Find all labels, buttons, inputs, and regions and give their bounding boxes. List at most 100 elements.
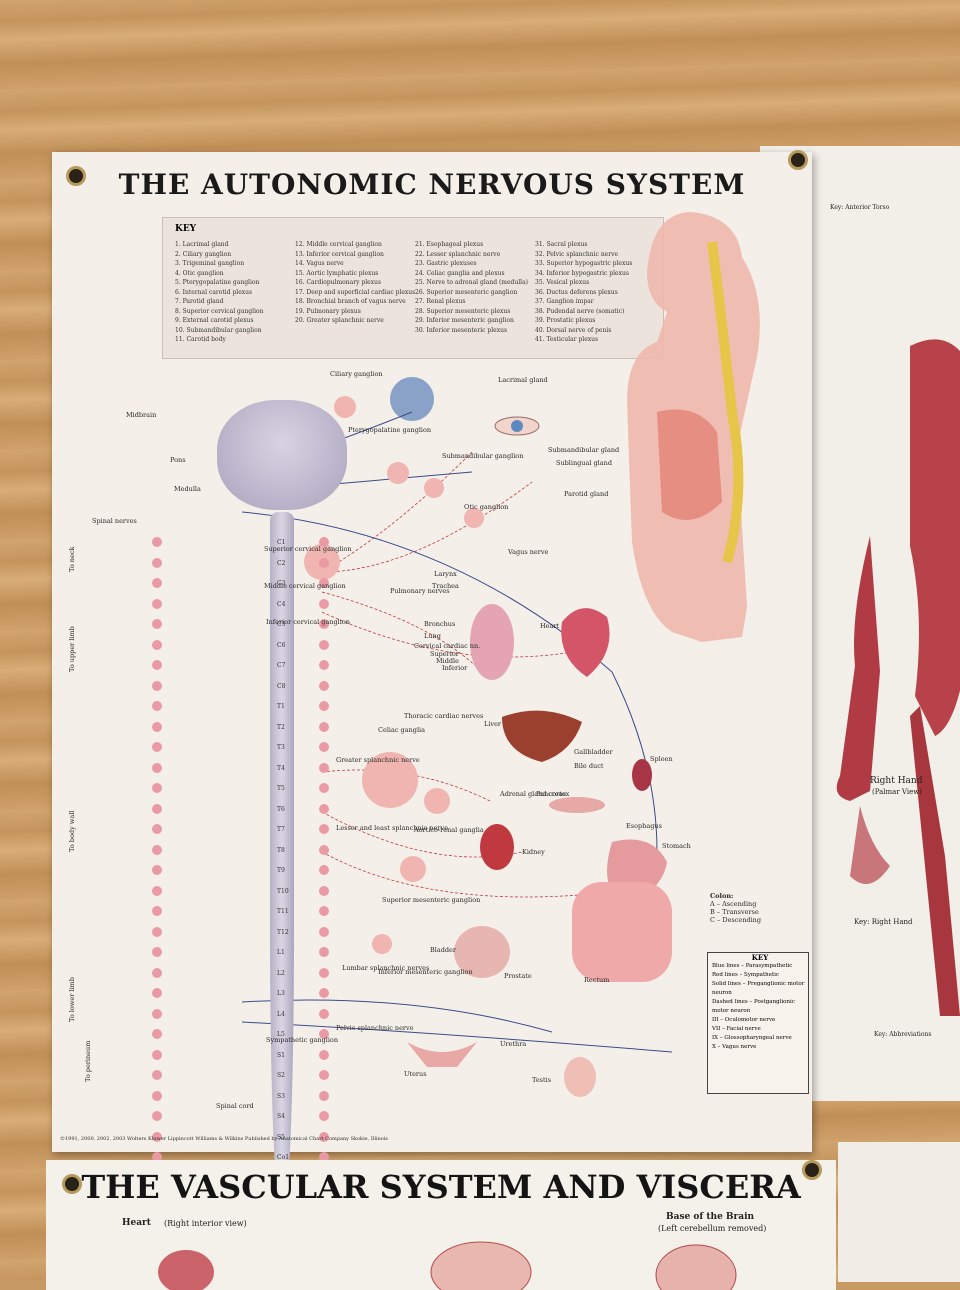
segment-label: L2 (277, 970, 285, 977)
label-pelvic-splanchnic: Pelvic splanchnic nerve (336, 1024, 414, 1032)
chain-ganglion-dot (319, 947, 329, 957)
chain-ganglion-dot (319, 681, 329, 691)
chain-ganglion-dot (319, 783, 329, 793)
label-cervical-cardiac: Cervical cardiac nn. (414, 642, 480, 650)
label-bile-duct: Bile duct (574, 762, 603, 770)
label-midbrain: Midbrain (126, 411, 156, 419)
segment-label: T3 (277, 744, 285, 751)
label-liver: Liver (484, 720, 501, 728)
aortico-renal-ganglion (424, 788, 450, 814)
label-esophagus: Esophagus (626, 822, 662, 830)
spinal-nerve-dot (152, 1029, 162, 1039)
spinal-nerve-dot (152, 886, 162, 896)
chain-ganglion-dot (319, 886, 329, 896)
spinal-nerve-dot (152, 742, 162, 752)
label-testis: Testis (532, 1076, 551, 1084)
chain-ganglion-dot (319, 968, 329, 978)
spleen-icon (632, 759, 652, 791)
legend-title: KEY (708, 953, 808, 962)
label-parotid: Parotid gland (564, 490, 608, 498)
segment-label: T12 (277, 929, 289, 936)
legend-item: Solid lines – Preganglionic motor neuron (708, 980, 808, 998)
vascular-illustration (46, 1160, 836, 1290)
spinal-nerve-dot (152, 906, 162, 916)
label-otic: Otic ganglion (464, 503, 508, 511)
segment-label: T8 (277, 847, 285, 854)
label-lacrimal: Lacrimal gland (498, 376, 548, 384)
spinal-nerve-dot (152, 558, 162, 568)
segment-label: T6 (277, 806, 285, 813)
label-stomach: Stomach (662, 842, 691, 850)
segment-label: L1 (277, 949, 285, 956)
segment-label: C6 (277, 642, 285, 649)
label-medulla: Medulla (174, 485, 201, 493)
kidney-icon (480, 824, 514, 870)
copyright-footer: ©1991, 2000, 2002, 2003 Wolters Kluwer L… (60, 1136, 388, 1142)
label-urethra: Urethra (500, 1040, 526, 1048)
segment-label: S3 (277, 1093, 285, 1100)
label-greater-splanchnic: Greater splanchnic nerve (336, 756, 420, 764)
chain-ganglion-dot (319, 1050, 329, 1060)
spinal-nerve-dot (152, 927, 162, 937)
spinal-nerve-dot (152, 763, 162, 773)
spinal-nerve-dot (152, 537, 162, 547)
vascular-poster: THE VASCULAR SYSTEM AND VISCERA Heart (R… (46, 1160, 836, 1290)
label-bronchus: Bronchus (424, 620, 455, 628)
segment-label: C2 (277, 560, 285, 567)
spinal-nerve-dot (152, 865, 162, 875)
label-to-upper-limb: To upper limb (68, 626, 76, 672)
eyeball-icon (390, 377, 434, 421)
palmar-label: (Palmar View) (872, 788, 922, 796)
label-inferior: Inferior (442, 664, 467, 672)
spinal-nerve-dot (152, 722, 162, 732)
colon-key: Colon: A – Ascending B – Transverse C – … (710, 892, 761, 924)
abbrev-label: Key: Abbreviations (874, 1031, 931, 1038)
submandibular-ganglion (424, 478, 444, 498)
inferior-mesenteric-ganglion (372, 934, 392, 954)
segment-label: T1 (277, 703, 285, 710)
spinal-nerve-dot (152, 1050, 162, 1060)
pancreas-icon (549, 797, 605, 813)
label-spinal-cord: Spinal cord (216, 1102, 254, 1110)
spinal-nerve-dot (152, 947, 162, 957)
label-spinal-nerves: Spinal nerves (92, 517, 137, 525)
spinal-nerve-dot (152, 660, 162, 670)
segment-label: S4 (277, 1113, 285, 1120)
legend-item: VII – Facial nerve (708, 1025, 808, 1034)
label-sublingual: Sublingual gland (556, 459, 612, 467)
spinal-nerve-dot (152, 845, 162, 855)
chain-ganglion-dot (319, 558, 329, 568)
chain-ganglion-dot (319, 722, 329, 732)
spinal-nerve-dot (152, 968, 162, 978)
chain-ganglion-dot (319, 906, 329, 916)
label-submandibular-gland: Submandibular gland (548, 446, 619, 454)
spinal-nerve-dot (152, 701, 162, 711)
spinal-nerve-dot (152, 681, 162, 691)
label-celiac: Celiac ganglia (378, 726, 425, 734)
legend-box: KEY Blue lines – Parasympathetic Red lin… (707, 952, 809, 1094)
ciliary-ganglion (334, 396, 356, 418)
chain-ganglion-dot (319, 927, 329, 937)
spinal-nerve-dot (152, 804, 162, 814)
label-to-neck: To neck (68, 547, 76, 572)
spinal-nerve-dot (152, 988, 162, 998)
segment-label: L3 (277, 990, 285, 997)
spinal-nerve-dot (152, 1111, 162, 1121)
chain-ganglion-dot (319, 1111, 329, 1121)
side-bottom-poster (838, 1142, 960, 1282)
legend-item: Dashed lines – Postganglionic motor neur… (708, 998, 808, 1016)
pterygopalatine-ganglion (387, 462, 409, 484)
label-to-lower-limb: To lower limb (68, 977, 76, 1022)
colon-key-title: Colon: (710, 892, 761, 900)
segment-label: T7 (277, 826, 285, 833)
spinal-nerve-dot (152, 1070, 162, 1080)
chain-ganglion-dot (319, 742, 329, 752)
spinal-nerve-dot (152, 783, 162, 793)
spinal-nerve-dot (152, 640, 162, 650)
chain-ganglion-dot (319, 599, 329, 609)
heart-icon (561, 608, 609, 677)
label-pterygopalatine: Pterygopalatine ganglion (348, 426, 431, 434)
label-middle-cervical: Middle cervical ganglion (264, 582, 346, 590)
legend-item: Red lines – Sympathetic (708, 971, 808, 980)
segment-label: C7 (277, 662, 285, 669)
